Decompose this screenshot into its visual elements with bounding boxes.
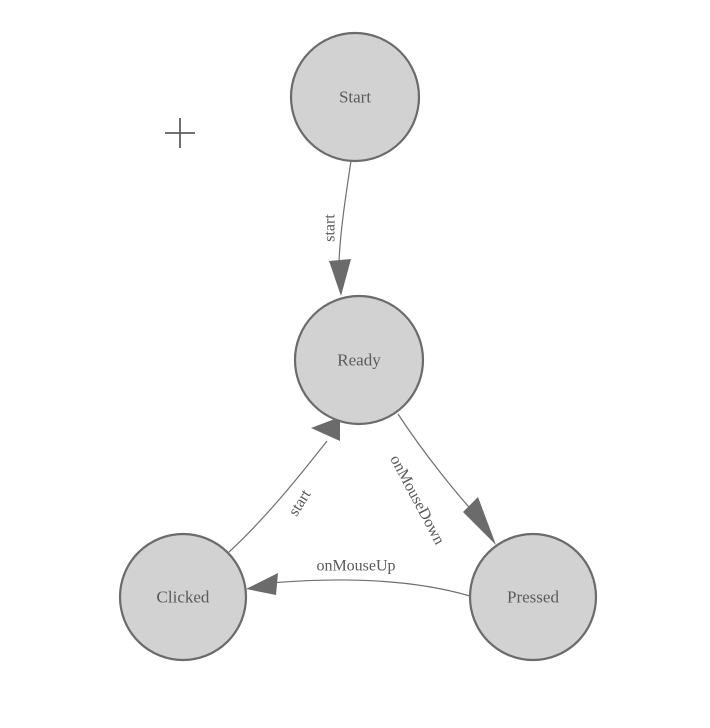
edge-clicked-to-ready-label: start [285, 486, 314, 519]
edge-ready-to-pressed-arrowhead [463, 497, 496, 545]
node-ready[interactable]: Ready [293, 294, 425, 426]
edge-pressed-to-clicked-arrowhead [246, 573, 278, 595]
node-ready-label: Ready [337, 351, 381, 370]
node-clicked-circle [118, 532, 248, 662]
node-clicked-label: Clicked [157, 588, 210, 607]
edge-start-to-ready-label: start [322, 214, 339, 242]
node-start-circle [289, 31, 421, 163]
edge-start-to-ready[interactable]: start [322, 160, 352, 296]
node-ready-circle [293, 294, 425, 426]
edge-clicked-to-ready-arrowhead [311, 417, 340, 441]
edge-start-to-ready-arrowhead [329, 259, 351, 296]
edge-start-to-ready-path [338, 160, 352, 263]
edge-clicked-to-ready-path [228, 440, 328, 553]
crosshair-icon [165, 118, 195, 148]
edge-pressed-to-clicked[interactable]: onMouseUp [246, 558, 471, 597]
node-start-label: Start [339, 88, 371, 107]
edge-ready-to-pressed[interactable]: onMouseDown [386, 413, 496, 548]
edge-ready-to-pressed-label: onMouseDown [386, 452, 447, 547]
node-clicked[interactable]: Clicked [118, 532, 248, 662]
node-pressed-circle [468, 532, 598, 662]
edge-pressed-to-clicked-label: onMouseUp [316, 558, 395, 575]
edge-pressed-to-clicked-path [269, 579, 471, 597]
node-start[interactable]: Start [289, 31, 421, 163]
node-pressed-label: Pressed [507, 588, 559, 607]
edge-clicked-to-ready[interactable]: start [228, 417, 340, 553]
node-pressed[interactable]: Pressed [468, 532, 598, 662]
